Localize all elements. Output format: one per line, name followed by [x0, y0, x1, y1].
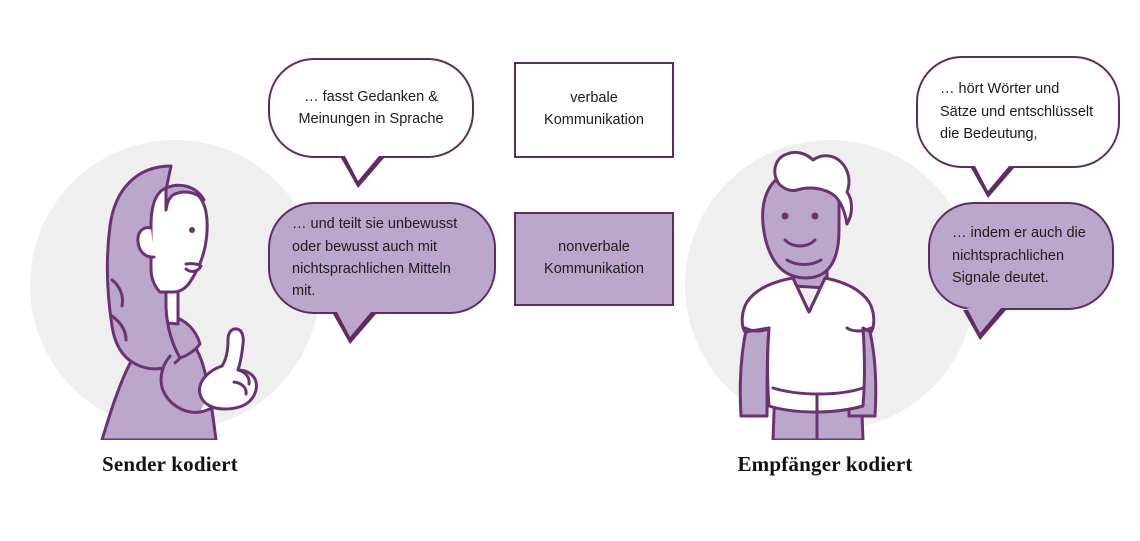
woman-pointing-illustration	[100, 164, 258, 440]
receiver-figure-block: Empfänger kodiert	[675, 0, 975, 541]
sender-nonverbal-bubble[interactable]: … und teilt sie unbewusst oder bewusst a…	[268, 202, 496, 344]
sender-verbal-bubble[interactable]: … fasst Gedanken & Meinungen in Sprache	[268, 58, 474, 188]
man-listening-illustration	[738, 150, 878, 440]
receiver-verbal-bubble[interactable]: … hört Wörter und Sätze und entschlüssel…	[916, 56, 1120, 198]
receiver-nonverbal-bubble-text: … indem er auch die nichtsprachlichen Si…	[952, 225, 1086, 287]
verbale-kommunikation-label: verbale Kommunikation	[544, 90, 644, 128]
nonverbale-kommunikation-box[interactable]: nonverbale Kommunikation	[514, 212, 674, 306]
sender-caption: Sender kodiert	[102, 452, 238, 476]
sender-verbal-bubble-text: … fasst Gedanken & Meinungen in Sprache	[298, 88, 444, 127]
nonverbale-kommunikation-label: nonverbale Kommunikation	[544, 239, 644, 277]
receiver-verbal-bubble-text: … hört Wörter und Sätze und entschlüssel…	[940, 81, 1094, 143]
receiver-caption: Empfänger kodiert	[737, 452, 913, 476]
verbale-kommunikation-box[interactable]: verbale Kommunikation	[514, 62, 674, 158]
sender-nonverbal-bubble-text: … und teilt sie unbewusst oder bewusst a…	[292, 216, 458, 300]
receiver-nonverbal-bubble[interactable]: … indem er auch die nichtsprachlichen Si…	[928, 202, 1114, 340]
